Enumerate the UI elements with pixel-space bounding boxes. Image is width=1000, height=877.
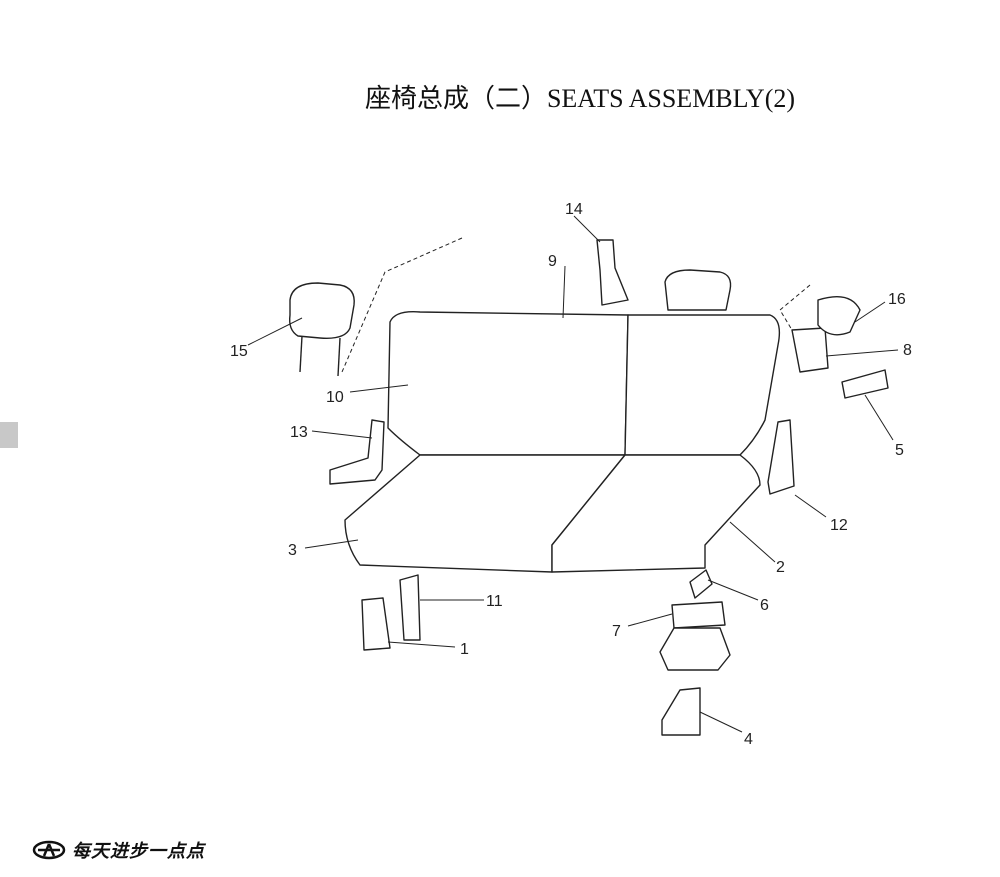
callout-11: 11 [486,593,503,610]
bracket-5 [841,369,889,399]
callout-9: 9 [548,253,557,270]
bracket-12 [767,419,795,495]
callout-16: 16 [888,291,906,308]
callout-10: 10 [326,389,344,406]
callout-3: 3 [288,542,297,559]
bracket-6 [689,569,713,599]
bracket-11 [399,574,421,641]
callout-14: 14 [565,201,583,218]
bracket-13 [329,419,385,485]
headrest-right [664,269,732,311]
brand-logo-icon [32,840,66,860]
backrest-left [387,311,629,456]
callout-6: 6 [760,597,769,614]
callout-13: 13 [290,424,308,441]
page-edge-tab [0,422,18,448]
assembly-guide-line [341,237,463,373]
seat-cushion-right [551,454,761,573]
callout-4: 4 [744,731,753,748]
latch-bracket-8 [791,327,829,373]
latch-assembly-7 [671,601,726,629]
callout-1: 1 [460,641,469,658]
latch-cover-16 [817,296,861,336]
assembly-guide-line-right [779,284,811,331]
footer-slogan: 每天进步一点点 [72,841,205,862]
backrest-right [624,314,781,456]
callout-7: 7 [612,623,621,640]
callout-8: 8 [903,342,912,359]
callout-2: 2 [776,559,785,576]
bracket-1 [361,597,391,651]
footer: 每天进步一点点 [32,838,205,862]
bracket-4 [661,687,701,736]
page-title: 座椅总成（二）SEATS ASSEMBLY(2) [364,84,796,113]
callout-15: 15 [230,343,248,360]
headrest-left [288,282,355,339]
lock-housing [659,627,731,671]
callout-12: 12 [830,517,848,534]
hinge-bracket-14 [596,239,629,306]
callout-5: 5 [895,442,904,459]
